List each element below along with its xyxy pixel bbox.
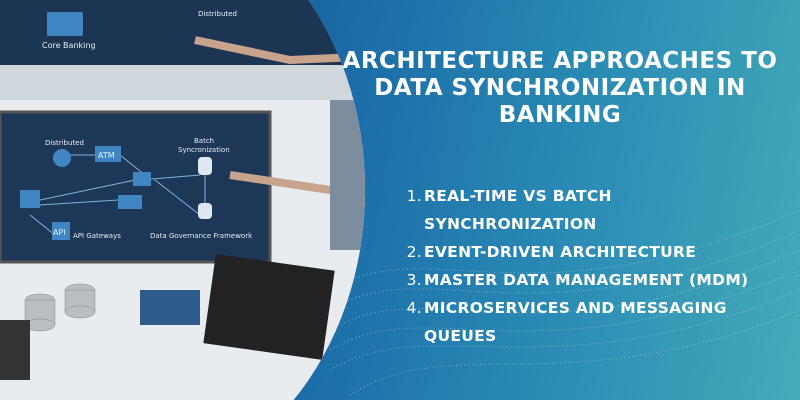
list-text: MASTER DATA MANAGEMENT (MDM) <box>424 271 749 289</box>
list-text: REAL-TIME VS BATCH SYNCHRONIZATION <box>424 187 612 233</box>
list-item: 2. EVENT-DRIVEN ARCHITECTURE <box>405 238 764 266</box>
list-number: 3. <box>406 271 422 289</box>
synchronization-label: Syncronization <box>178 146 230 154</box>
list-number: 4. <box>406 299 422 317</box>
api-label: API <box>53 228 66 237</box>
list-item: 1. REAL-TIME VS BATCH SYNCHRONIZATION <box>405 182 764 238</box>
atm-label: ATM <box>98 151 115 160</box>
page-title: ARCHITECTURE APPROACHES TO DATA SYNCHRON… <box>342 48 778 128</box>
team-meeting-photo: Core Banking Distributed Distributed ATM… <box>0 0 365 400</box>
list-number: 1. <box>406 187 422 205</box>
batch-label: Batch <box>194 137 214 145</box>
list-number: 2. <box>406 243 422 261</box>
approaches-list: 1. REAL-TIME VS BATCH SYNCHRONIZATION 2.… <box>405 182 764 350</box>
dotted-wave-graphic <box>330 209 800 396</box>
data-governance-label: Data Governance Framework <box>150 232 253 240</box>
list-text: EVENT-DRIVEN ARCHITECTURE <box>424 243 697 261</box>
distributed-top-label: Distributed <box>198 10 237 18</box>
list-item: 4. MICROSERVICES AND MESSAGING QUEUES <box>405 294 764 350</box>
core-banking-label: Core Banking <box>42 41 96 50</box>
list-text: MICROSERVICES AND MESSAGING QUEUES <box>424 299 727 345</box>
list-item: 3. MASTER DATA MANAGEMENT (MDM) <box>405 266 764 294</box>
distributed-label: Distributed <box>45 139 84 147</box>
api-gateways-label: API Gateways <box>73 232 121 240</box>
